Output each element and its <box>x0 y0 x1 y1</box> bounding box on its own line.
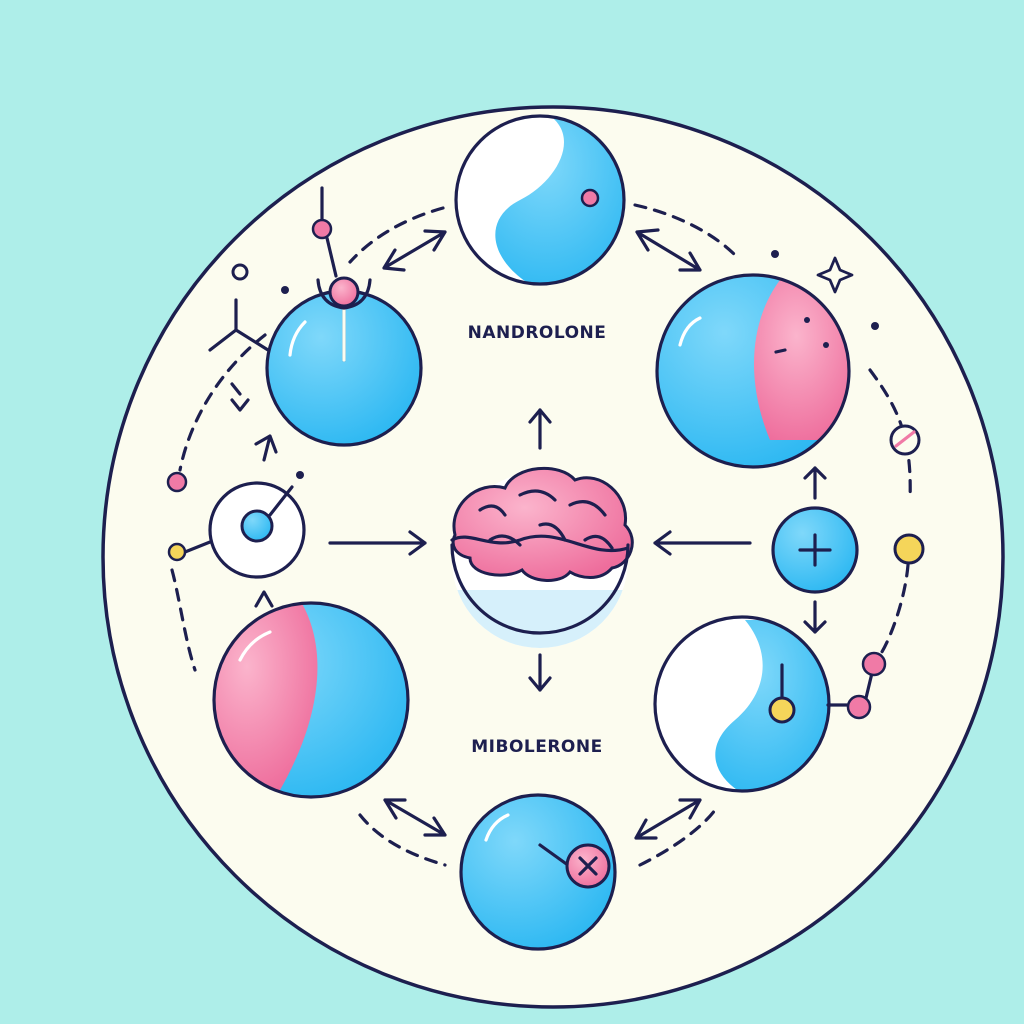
top-molecule-node <box>454 114 626 286</box>
plus-icon <box>798 533 832 567</box>
label-nandrolone: NANDROLONE <box>468 323 607 343</box>
sparkle-icon <box>816 256 854 294</box>
left-upper-molecule-node <box>265 186 423 447</box>
label-mibolerone: MIBOLERONE <box>471 737 602 757</box>
left-receptor-node <box>167 481 306 579</box>
center-brain-node <box>450 466 634 648</box>
left-lower-molecule-node <box>212 601 410 799</box>
pin-head <box>328 276 360 308</box>
plus-receptor-node <box>771 506 859 594</box>
right-upper-molecule-node <box>655 273 851 469</box>
brain-icon <box>451 466 634 582</box>
connector-arrows <box>166 203 925 867</box>
right-lower-molecule-node <box>653 615 887 793</box>
binding-dot <box>580 188 600 208</box>
x-icon <box>578 856 598 876</box>
bottom-molecule-node <box>459 793 617 951</box>
